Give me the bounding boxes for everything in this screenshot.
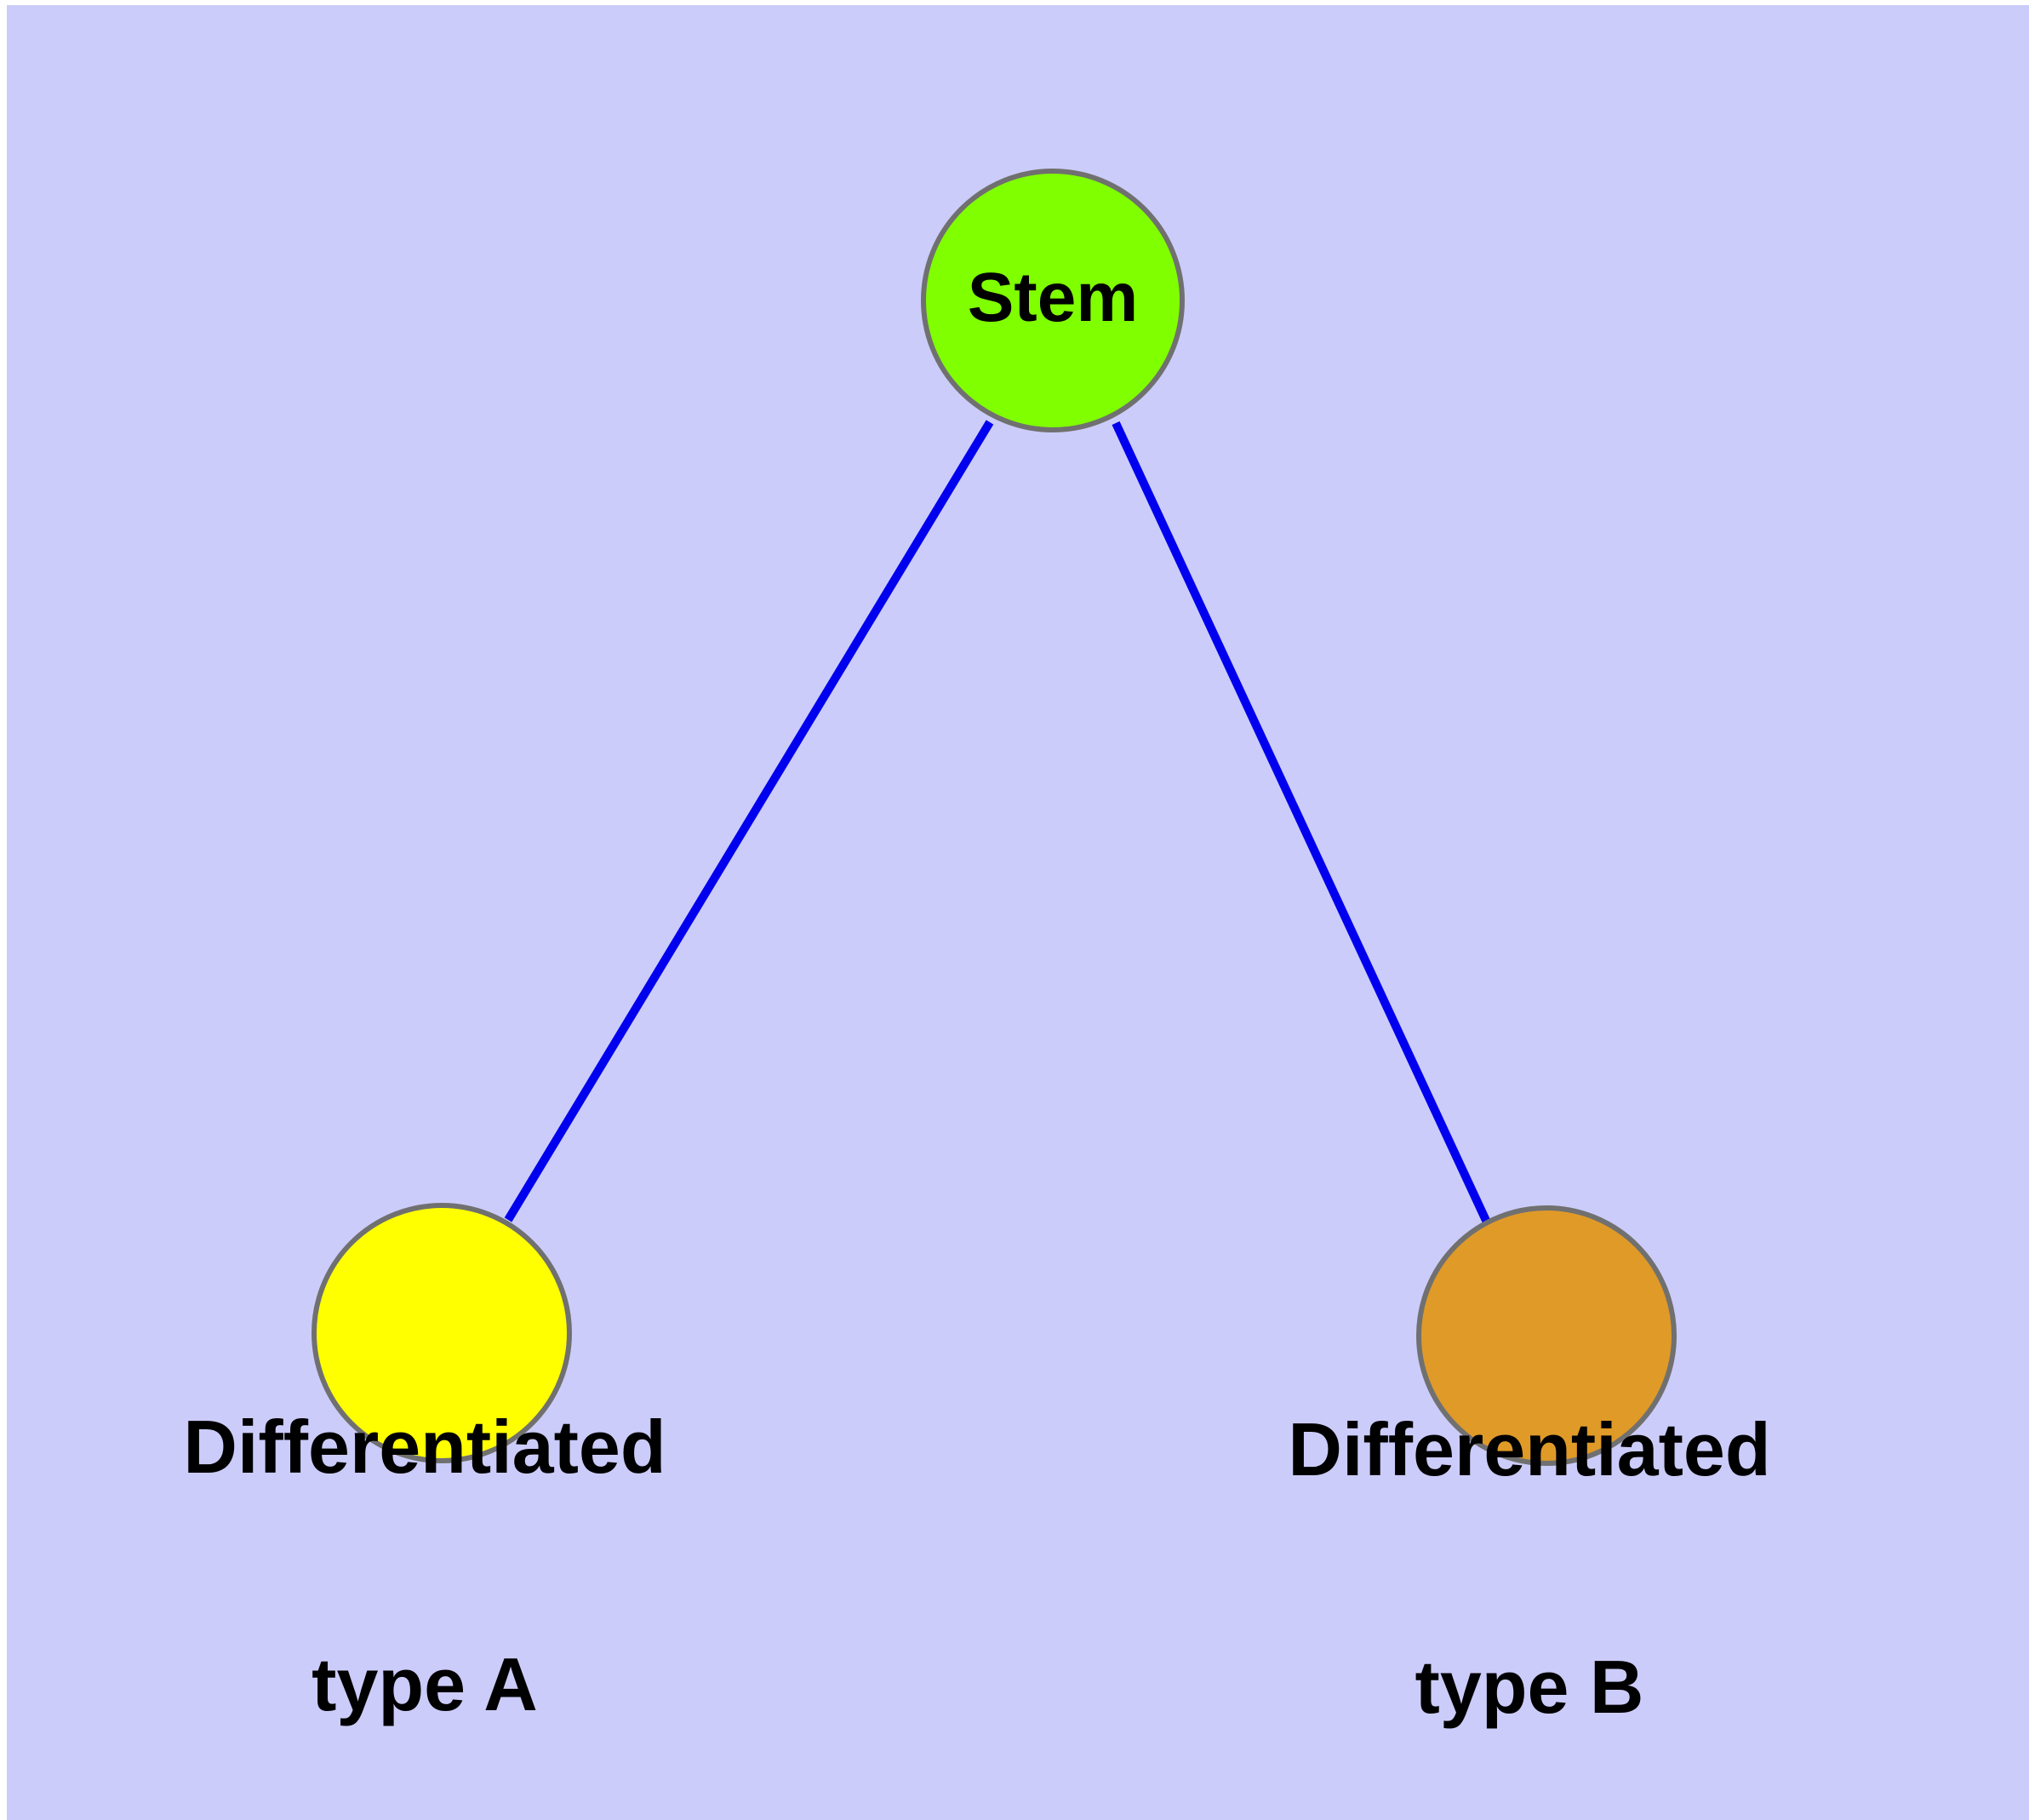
node-layer <box>311 169 1677 1466</box>
edge-layer <box>504 420 1492 1227</box>
node-stem[interactable] <box>921 169 1185 432</box>
node-differentiated-type-a[interactable] <box>311 1203 572 1463</box>
edge-stem-to-differentiated-type-a <box>504 420 994 1222</box>
node-differentiated-type-b[interactable] <box>1416 1205 1677 1466</box>
edge-stem-to-differentiated-type-b <box>1112 421 1492 1227</box>
